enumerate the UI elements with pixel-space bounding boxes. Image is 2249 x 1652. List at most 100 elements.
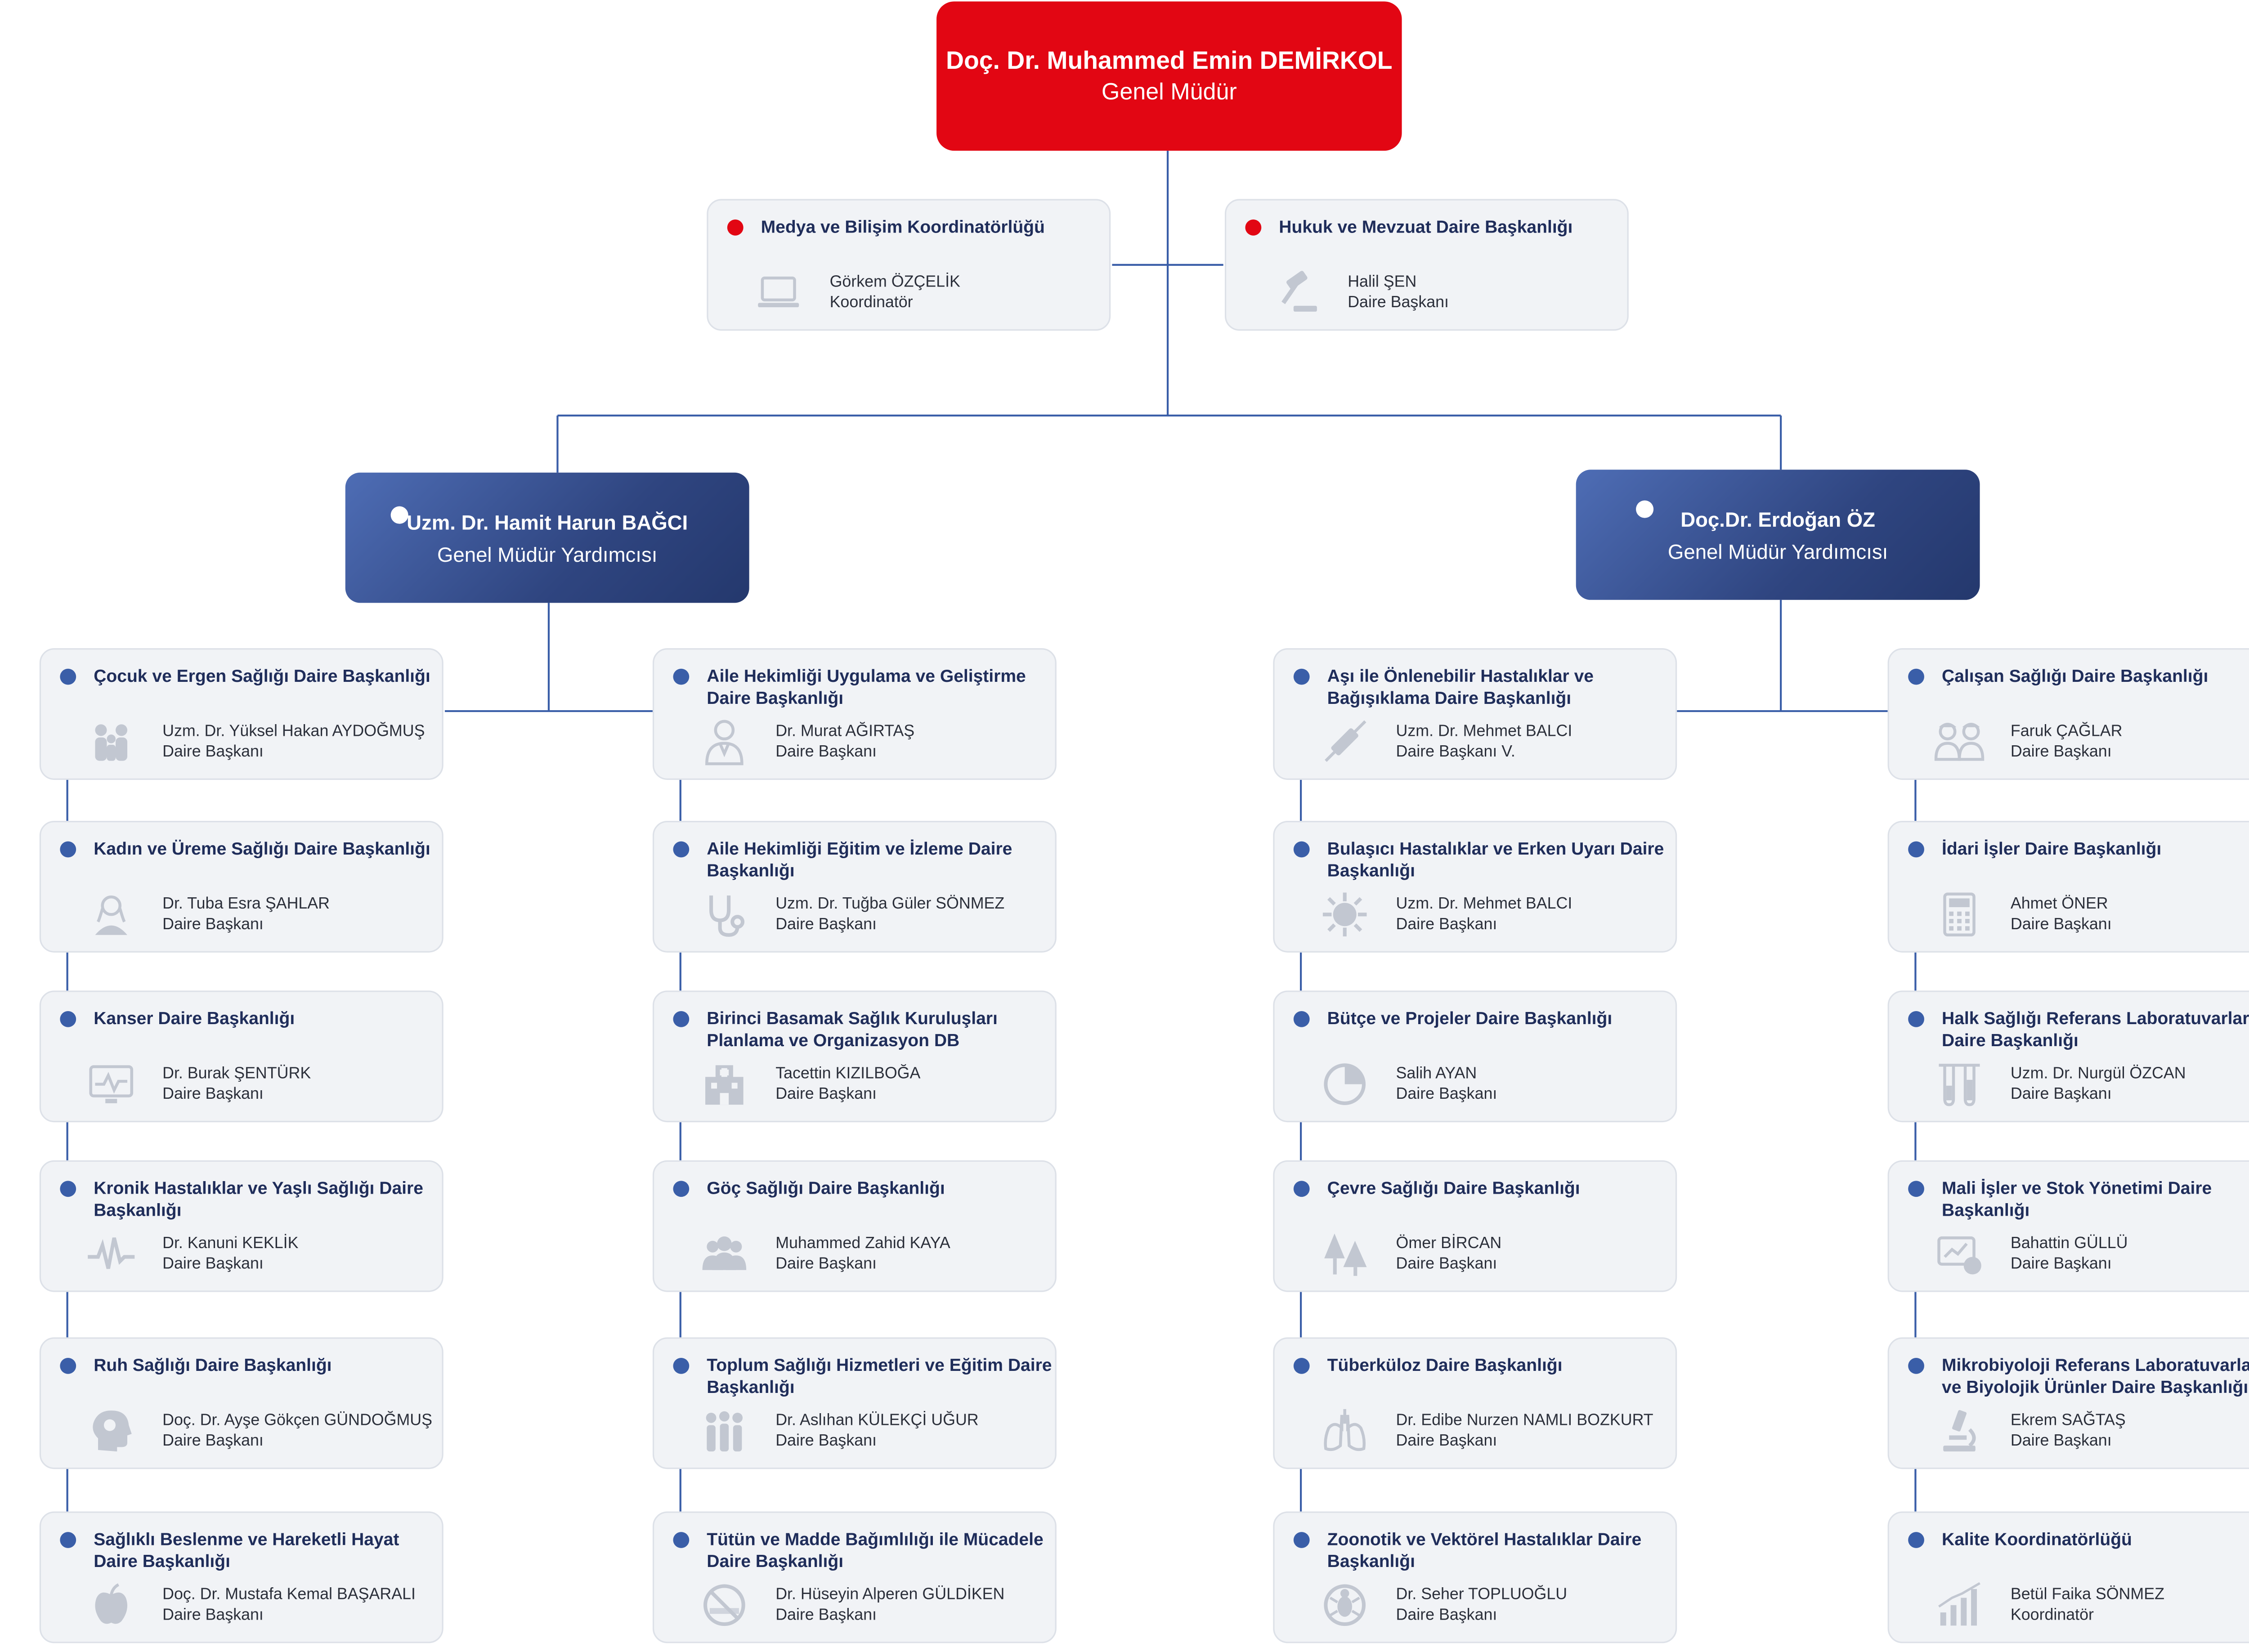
bullet-dot-icon: [60, 1011, 76, 1027]
unit-title: Halk Sağlığı Referans Laboratuvarları Da…: [1941, 1008, 2249, 1051]
bullet-dot-icon: [673, 841, 690, 858]
person-name: Dr. Aslıhan KÜLEKÇİ UĞUR: [775, 1412, 979, 1430]
pie-chart-icon: [1324, 1063, 1366, 1105]
bullet-dot-icon: [1908, 1181, 1924, 1197]
bullet-dot-icon: [1908, 1532, 1924, 1548]
person-role: Daire Başkanı: [1396, 1085, 1497, 1103]
person-name: Doç. Dr. Ayşe Gökçen GÜNDOĞMUŞ: [162, 1412, 433, 1430]
person-role: Daire Başkanı: [1396, 916, 1497, 934]
bullet-dot-icon: [60, 1532, 76, 1548]
gavel-icon: [1281, 271, 1317, 312]
bullet-dot-icon: [1293, 841, 1310, 858]
unit-title: Aile Hekimliği Eğitim ve İzleme Daire Ba…: [707, 838, 1012, 881]
unit-title: Hukuk ve Mevzuat Daire Başkanlığı: [1279, 216, 1573, 237]
unit-card-bulasici-hastaliklar-ve-erken-uyari-dair: Bulaşıcı Hastalıklar ve Erken Uyarı Dair…: [1273, 821, 1677, 953]
bullet-dot-icon: [60, 1357, 76, 1374]
unit-card-mali-i-sler-ve-stok-yonetimi-daire-baska: Mali İşler ve Stok Yönetimi Daire Başkan…: [1887, 1160, 2249, 1292]
unit-title: Çevre Sağlığı Daire Başkanlığı: [1327, 1177, 1580, 1199]
person-name: Uzm. Dr. Yüksel Hakan AYDOĞMUŞ: [162, 723, 425, 741]
unit-title: Birinci Basamak Sağlık Kuruluşları Planl…: [707, 1008, 998, 1051]
person-role: Daire Başkanı: [775, 1085, 877, 1103]
unit-title: İdari İşler Daire Başkanlığı: [1941, 838, 2162, 859]
person-block: Dr. Tuba Esra ŞAHLAR Daire Başkanı: [162, 894, 330, 935]
bullet-dot-icon: [1908, 841, 1924, 858]
person-name: Ekrem SAĞTAŞ: [2010, 1412, 2126, 1430]
bar-chart-icon: [1938, 1582, 1980, 1626]
person-role: Daire Başkanı: [1396, 1607, 1497, 1625]
person-role: Daire Başkanı: [162, 1255, 264, 1273]
bullet-dot-icon: [1293, 1181, 1310, 1197]
unit-card-asi-ile-onlenebilir-hastaliklar-ve-bagis: Aşı ile Önlenebilir Hastalıklar ve Bağış…: [1273, 648, 1677, 780]
bullet-dot-icon: [673, 668, 690, 685]
deputy-box-left: Uzm. Dr. Hamit Harun BAĞCI Genel Müdür Y…: [345, 472, 749, 603]
person-role: Daire Başkanı: [162, 1607, 264, 1625]
hospital-icon: [705, 1065, 744, 1105]
director-title: Genel Müdür: [1101, 80, 1237, 105]
family-icon: [95, 724, 128, 761]
person-name: Uzm. Dr. Mehmet BALCI: [1396, 723, 1573, 741]
unit-card-mikrobiyoloji-referans-laboratuvarlari-v: Mikrobiyoloji Referans Laboratuvarları v…: [1887, 1337, 2249, 1469]
workers-icon: [1934, 723, 1985, 761]
person-role: Daire Başkanı: [1396, 1255, 1497, 1273]
person-role: Daire Başkanı: [775, 1607, 877, 1625]
person-role: Daire Başkanı: [2010, 1255, 2112, 1273]
person-name: Uzm. Dr. Nurgül ÖZCAN: [2010, 1065, 2186, 1083]
person-name: Dr. Edibe Nurzen NAMLI BOZKURT: [1396, 1412, 1653, 1430]
unit-card-saglikli-beslenme-ve-hareketli-hayat-dai: Sağlıklı Beslenme ve Hareketli Hayat Dai…: [39, 1511, 444, 1643]
person-role: Daire Başkanı: [1348, 294, 1449, 312]
person-role: Daire Başkanı: [162, 1085, 264, 1103]
person-name: Salih AYAN: [1396, 1065, 1477, 1083]
bullet-dot-icon: [60, 668, 76, 685]
person-role: Daire Başkanı: [162, 916, 264, 934]
unit-title: Mali İşler ve Stok Yönetimi Daire Başkan…: [1941, 1177, 2212, 1221]
person-name: Dr. Tuba Esra ŞAHLAR: [162, 895, 330, 913]
unit-title: Kadın ve Üreme Sağlığı Daire Başkanlığı: [94, 838, 430, 859]
bullet-dot-icon: [1908, 668, 1924, 685]
lungs-icon: [1324, 1409, 1366, 1451]
bullet-dot-icon: [1293, 1357, 1310, 1374]
bullet-dot-icon: [1908, 1357, 1924, 1374]
woman-icon: [95, 895, 128, 935]
deputy-dot-icon: [390, 506, 408, 524]
unit-title: Tüberküloz Daire Başkanlığı: [1327, 1355, 1563, 1376]
virus-icon: [1322, 892, 1367, 937]
deputy-box-right: Doç.Dr. Erdoğan ÖZ Genel Müdür Yardımcıs…: [1576, 470, 1980, 600]
person-name: Dr. Burak ŞENTÜRK: [162, 1065, 311, 1083]
person-block: Dr. Burak ŞENTÜRK Daire Başkanı: [162, 1064, 311, 1105]
person-block: Tacettin KIZILBOĞA Daire Başkanı: [775, 1064, 920, 1105]
person-name: Tacettin KIZILBOĞA: [775, 1065, 921, 1083]
unit-title: Aşı ile Önlenebilir Hastalıklar ve Bağış…: [1327, 666, 1594, 708]
unit-card-halk-sagligi-referans-laboratuvarlari-da: Halk Sağlığı Referans Laboratuvarları Da…: [1887, 990, 2249, 1123]
finance-icon: [1937, 1236, 1981, 1275]
person-name: Uzm. Dr. Tuğba Güler SÖNMEZ: [775, 895, 1005, 913]
person-role: Daire Başkanı: [775, 1432, 877, 1450]
unit-title: Medya ve Bilişim Koordinatörlüğü: [761, 216, 1045, 237]
bullet-dot-icon: [673, 1357, 690, 1374]
crowd-icon: [706, 1411, 743, 1452]
stethoscope-icon: [709, 895, 745, 937]
unit-title: Çalışan Sağlığı Daire Başkanlığı: [1941, 666, 2209, 686]
unit-title: Zoonotik ve Vektörel Hastalıklar Daire B…: [1327, 1529, 1642, 1571]
person-block: Dr. Aslıhan KÜLEKÇİ UĞUR Daire Başkanı: [775, 1410, 978, 1451]
deputy-title: Genel Müdür Yardımcısı: [437, 542, 658, 566]
unit-card-zoonotik-ve-vektorel-hastaliklar-daire-b: Zoonotik ve Vektörel Hastalıklar Daire B…: [1273, 1511, 1677, 1643]
person-role: Daire Başkanı: [162, 1432, 264, 1450]
calculator-icon: [1943, 892, 1976, 937]
